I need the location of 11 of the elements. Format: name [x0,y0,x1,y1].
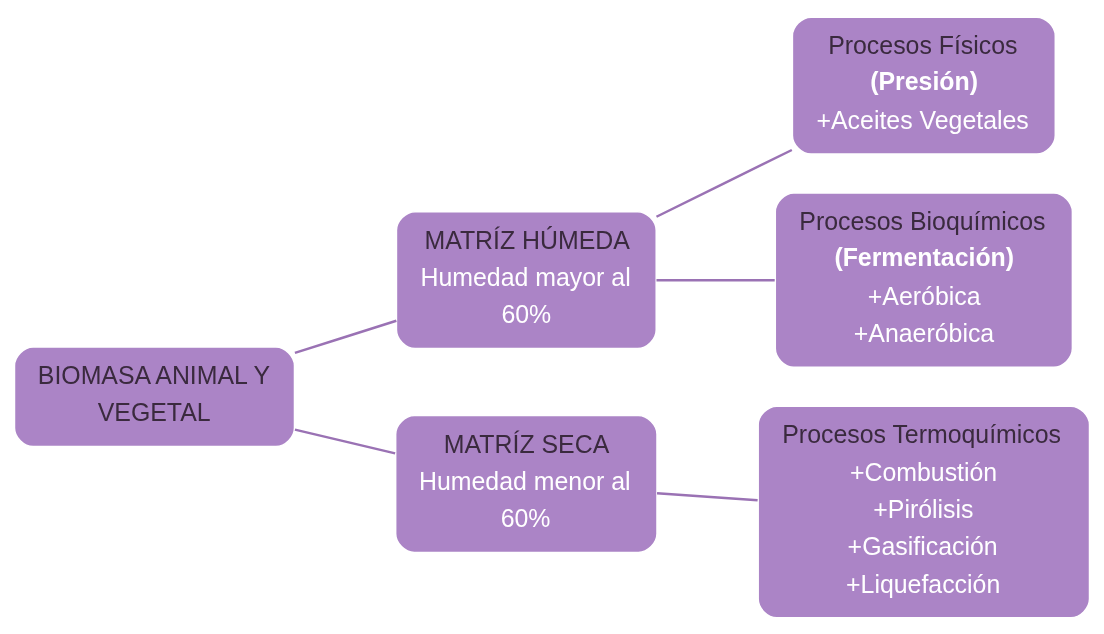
node-box: MATRÍZ SECA Humedad menor al 60% [394,414,658,553]
node-box: Procesos Bioquímicos (Fermentación) +Aeróbica +Anaeróbica [774,191,1074,368]
connector [656,491,758,502]
connector [294,319,397,354]
node-box: MATRÍZ HÚMEDA Humedad mayor al 60% [395,210,657,349]
connector [655,148,793,218]
node-box: BIOMASA ANIMAL Y VEGETAL [13,345,296,447]
connector [656,278,775,281]
node-box: Procesos Termoquímicos +Combustión +Pirólisis +Gasificación +Liquefacción [757,404,1091,619]
connector [294,427,396,455]
node-box: Procesos Físicos (Presión) +Aceites Vegetales [791,15,1057,155]
